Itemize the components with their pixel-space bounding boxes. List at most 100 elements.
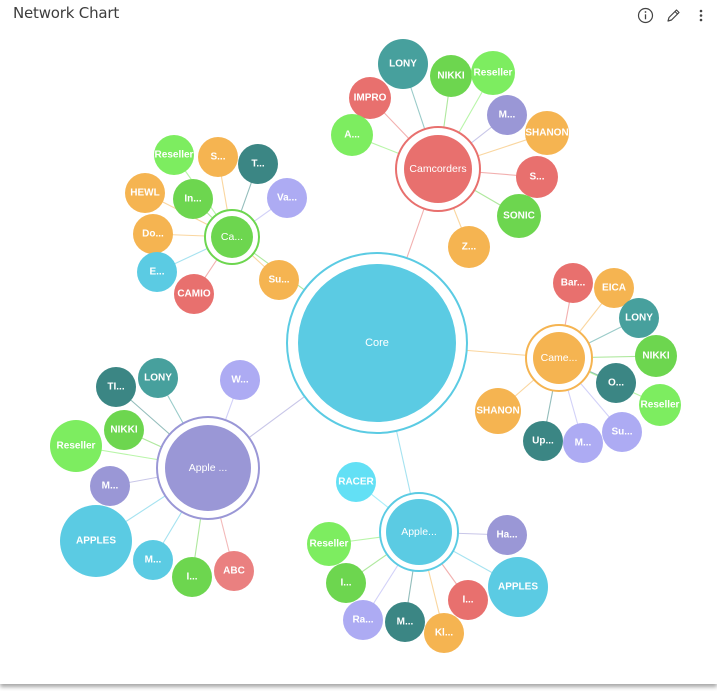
node-circle bbox=[50, 420, 102, 472]
leaf-node[interactable]: Reseller bbox=[50, 420, 102, 472]
leaf-node[interactable]: SHANON bbox=[525, 111, 569, 155]
node-label: NIKKI bbox=[110, 425, 137, 436]
leaf-node[interactable]: W... bbox=[220, 360, 260, 400]
leaf-node[interactable]: T... bbox=[238, 144, 278, 184]
node-circle bbox=[174, 274, 214, 314]
leaf-node[interactable]: NIKKI bbox=[104, 410, 144, 450]
leaf-node[interactable]: Ra... bbox=[343, 600, 383, 640]
node-circle bbox=[488, 557, 548, 617]
node-circle bbox=[307, 522, 351, 566]
hub-node[interactable]: Apple... bbox=[379, 492, 459, 572]
node-circle bbox=[487, 515, 527, 555]
node-circle bbox=[336, 462, 376, 502]
leaf-node[interactable]: APPLES bbox=[60, 505, 132, 577]
leaf-node[interactable]: A... bbox=[331, 114, 373, 156]
leaf-node[interactable]: TI... bbox=[96, 367, 136, 407]
leaf-node[interactable]: APPLES bbox=[488, 557, 548, 617]
node-label: NIKKI bbox=[642, 351, 669, 362]
node-label: T... bbox=[251, 159, 265, 170]
node-circle bbox=[214, 551, 254, 591]
node-label: Reseller bbox=[474, 68, 513, 79]
leaf-node[interactable]: LONY bbox=[619, 298, 659, 338]
node-circle bbox=[220, 360, 260, 400]
leaf-node[interactable]: E... bbox=[137, 252, 177, 292]
leaf-node[interactable]: Do... bbox=[133, 214, 173, 254]
node-label: Reseller bbox=[310, 539, 349, 550]
node-label: APPLES bbox=[498, 582, 538, 593]
node-circle bbox=[448, 226, 490, 268]
node-label: TI... bbox=[107, 382, 124, 393]
hub-node[interactable]: Apple ... bbox=[156, 416, 260, 520]
leaf-node[interactable]: EICA bbox=[594, 268, 634, 308]
node-circle bbox=[619, 298, 659, 338]
more-vertical-icon[interactable] bbox=[691, 5, 711, 25]
info-icon[interactable] bbox=[635, 5, 655, 25]
chart-title: Network Chart bbox=[13, 4, 120, 22]
node-circle bbox=[471, 51, 515, 95]
leaf-node[interactable]: Bar... bbox=[553, 263, 593, 303]
hub-node[interactable]: Ca... bbox=[204, 209, 260, 265]
leaf-node[interactable]: Va... bbox=[267, 178, 307, 218]
node-label: I... bbox=[186, 572, 197, 583]
edit-pencil-icon[interactable] bbox=[663, 5, 683, 25]
leaf-node[interactable]: Su... bbox=[602, 412, 642, 452]
node-label: IMPRO bbox=[354, 93, 387, 104]
leaf-node[interactable]: M... bbox=[487, 95, 527, 135]
node-label: LONY bbox=[389, 59, 417, 70]
leaf-node[interactable]: S... bbox=[198, 137, 238, 177]
leaf-node[interactable]: M... bbox=[385, 602, 425, 642]
leaf-node[interactable]: S... bbox=[516, 156, 558, 198]
leaf-node[interactable]: M... bbox=[90, 466, 130, 506]
leaf-node[interactable]: LONY bbox=[378, 39, 428, 89]
leaf-node[interactable]: I... bbox=[326, 563, 366, 603]
leaf-node[interactable]: LONY bbox=[138, 358, 178, 398]
leaf-node[interactable]: Ha... bbox=[487, 515, 527, 555]
node-circle bbox=[475, 388, 521, 434]
node-label: LONY bbox=[144, 373, 172, 384]
leaf-node[interactable]: ABC bbox=[214, 551, 254, 591]
leaf-node[interactable]: Kl... bbox=[424, 613, 464, 653]
node-label: SHANON bbox=[525, 128, 568, 139]
node-circle bbox=[424, 613, 464, 653]
leaf-node[interactable]: CAMIO bbox=[174, 274, 214, 314]
leaf-node[interactable]: I... bbox=[172, 557, 212, 597]
node-label: M... bbox=[145, 555, 162, 566]
node-circle bbox=[90, 466, 130, 506]
hub-node[interactable]: Camcorders bbox=[395, 126, 481, 212]
leaf-node[interactable]: IMPRO bbox=[349, 77, 391, 119]
node-circle bbox=[173, 179, 213, 219]
node-label: CAMIO bbox=[177, 289, 211, 300]
node-label: Core bbox=[365, 337, 389, 349]
core-node[interactable]: Core bbox=[286, 252, 468, 434]
leaf-node[interactable]: NIKKI bbox=[635, 335, 677, 377]
leaf-node[interactable]: RACER bbox=[336, 462, 376, 502]
leaf-node[interactable]: Reseller bbox=[154, 135, 194, 175]
leaf-node[interactable]: M... bbox=[133, 540, 173, 580]
leaf-node[interactable]: Reseller bbox=[471, 51, 515, 95]
node-circle bbox=[96, 367, 136, 407]
node-circle bbox=[137, 252, 177, 292]
node-circle bbox=[602, 412, 642, 452]
leaf-node[interactable]: M... bbox=[563, 423, 603, 463]
hub-node[interactable]: Came... bbox=[525, 324, 593, 392]
node-label: Came... bbox=[541, 352, 578, 364]
node-label: Z... bbox=[462, 242, 477, 253]
leaf-node[interactable]: Su... bbox=[259, 260, 299, 300]
leaf-node[interactable]: Reseller bbox=[639, 384, 681, 426]
leaf-node[interactable]: NIKKI bbox=[430, 55, 472, 97]
node-label: Su... bbox=[268, 275, 289, 286]
leaf-node[interactable]: Z... bbox=[448, 226, 490, 268]
leaf-node[interactable]: Up... bbox=[523, 421, 563, 461]
node-label: Up... bbox=[532, 436, 554, 447]
leaf-node[interactable]: In... bbox=[173, 179, 213, 219]
leaf-node[interactable]: I... bbox=[448, 580, 488, 620]
node-label: M... bbox=[499, 110, 516, 121]
leaf-node[interactable]: Reseller bbox=[307, 522, 351, 566]
leaf-node[interactable]: O... bbox=[596, 363, 636, 403]
node-label: O... bbox=[608, 378, 624, 389]
leaf-node[interactable]: SONIC bbox=[497, 194, 541, 238]
node-circle bbox=[430, 55, 472, 97]
leaf-node[interactable]: HEWL bbox=[125, 173, 165, 213]
leaf-node[interactable]: SHANON bbox=[475, 388, 521, 434]
